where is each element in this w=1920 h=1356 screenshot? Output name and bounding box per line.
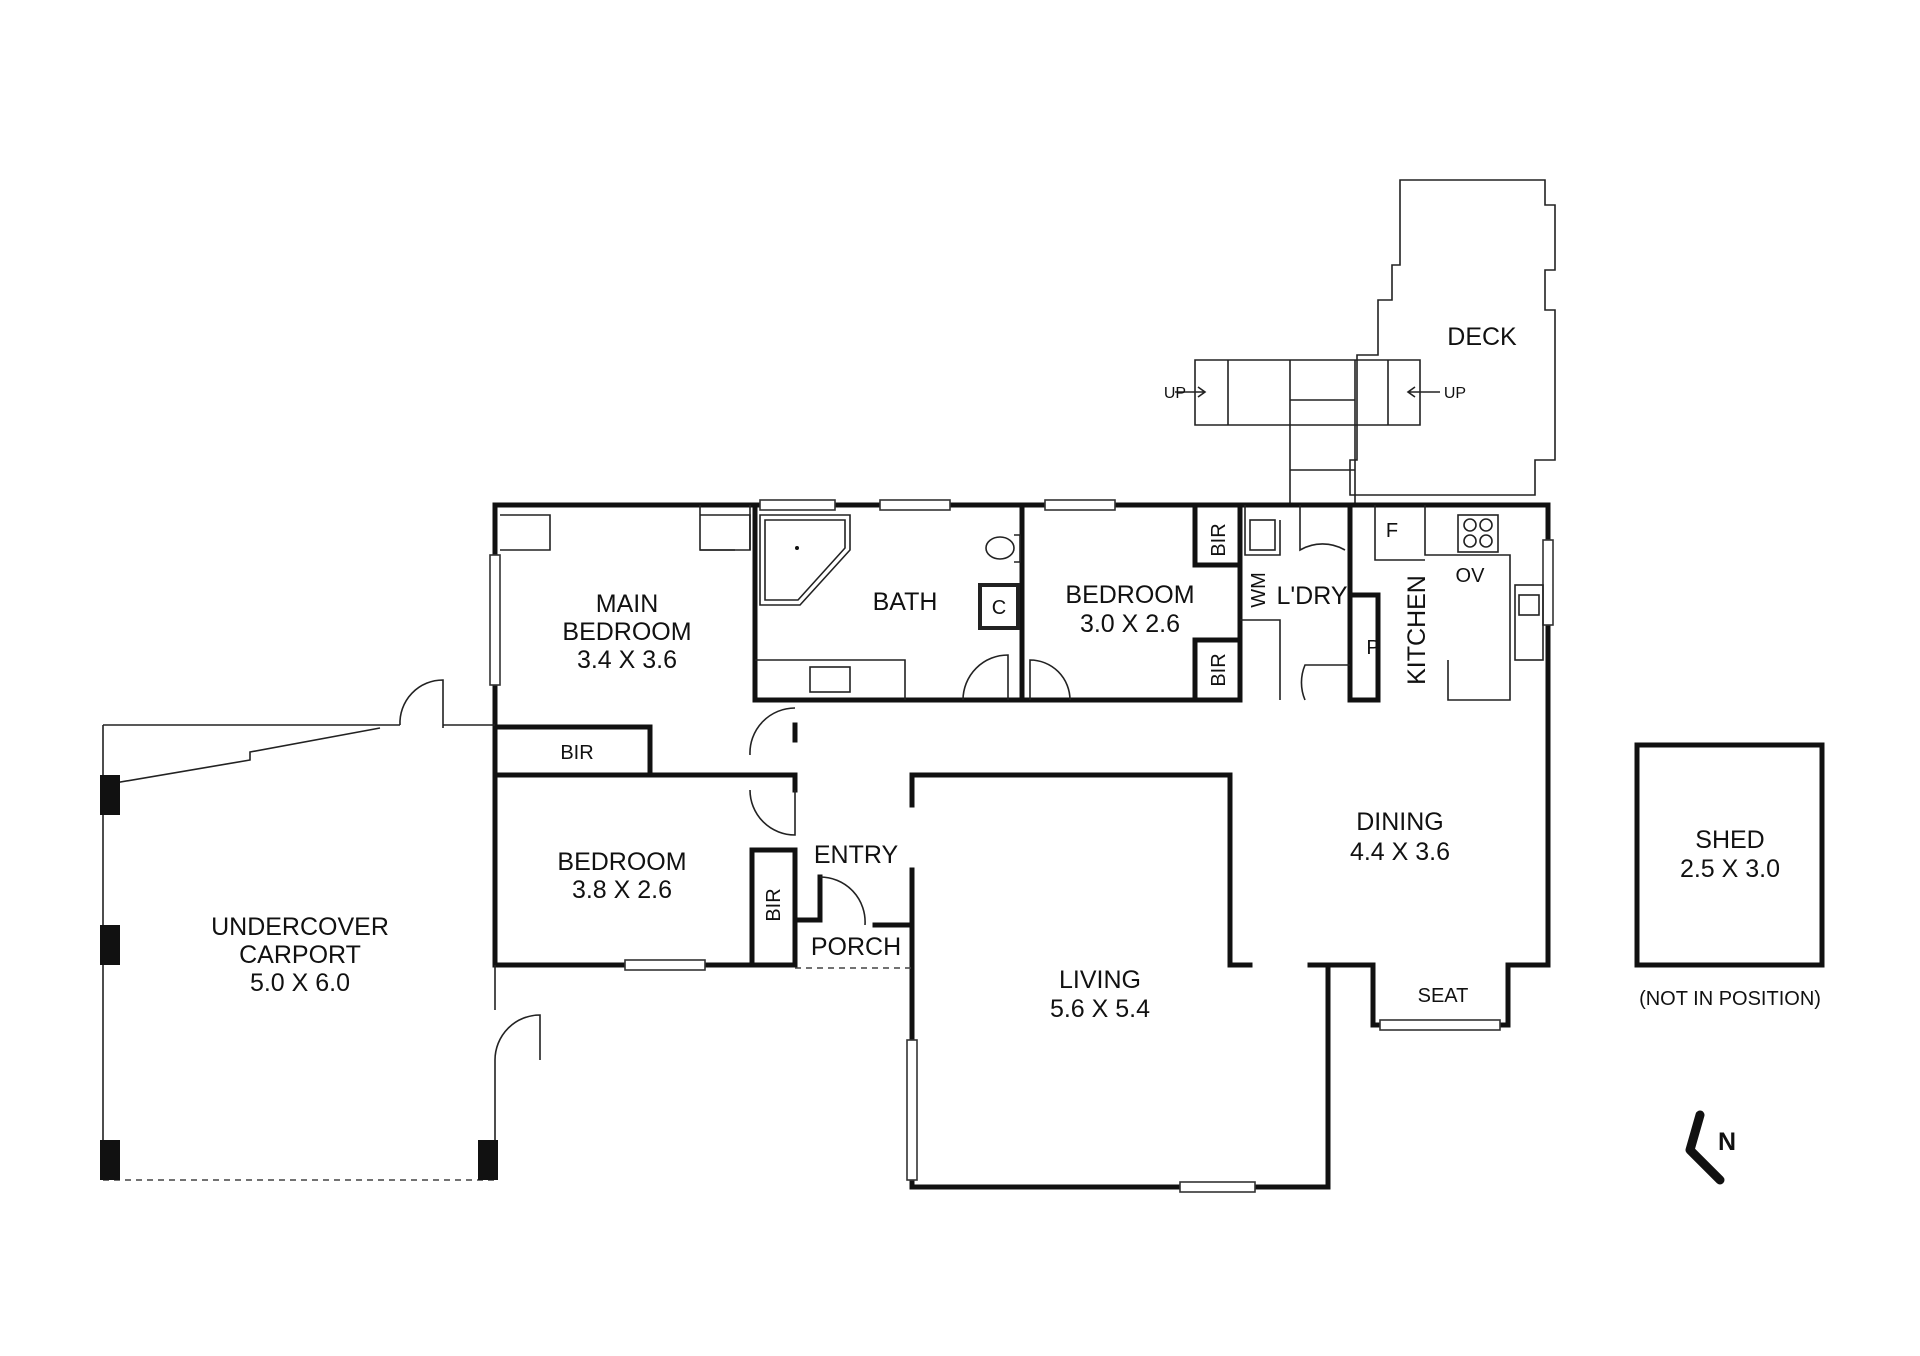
carport-size: 5.0 X 6.0 [250,969,350,997]
pantry-label: P [1366,637,1379,659]
living-label: LIVING [1059,966,1141,994]
deck-label: DECK [1447,323,1517,351]
porch-label: PORCH [811,933,901,961]
carport-label: UNDERCOVER [211,913,389,941]
stairs-up-right-label: UP [1444,385,1466,402]
carport-label-2: CARPORT [239,941,361,969]
living-size: 5.6 X 5.4 [1050,995,1150,1023]
oven-label: OV [1456,565,1486,587]
compass-label: N [1718,1128,1736,1156]
bir-top-label: BIR [1208,523,1230,556]
carport [100,724,498,1181]
bir-mid-label: BIR [1208,653,1230,686]
washing-machine-label: WM [1248,572,1270,608]
bedroom-south-size: 3.8 X 2.6 [572,876,672,904]
dining-label: DINING [1356,808,1444,836]
main-bedroom-size: 3.4 X 3.6 [577,646,677,674]
bedroom-south-label: BEDROOM [557,848,686,876]
bir-south-label: BIR [763,888,785,921]
fridge-label: F [1386,520,1398,542]
laundry-label: L'DRY [1276,582,1347,610]
bath-label: BATH [873,588,938,616]
stairs-up-left-label: UP [1164,385,1186,402]
house-walls [492,502,1551,1190]
deck-steps [1175,359,1440,505]
kitchen-label: KITCHEN [1403,575,1431,685]
bedroom-north-size: 3.0 X 2.6 [1080,610,1180,638]
main-bedroom-label-2: BEDROOM [562,618,691,646]
main-bedroom-label: MAIN [596,590,659,618]
north-arrow-icon: N [1685,1110,1736,1185]
fixtures [500,505,1544,701]
bir-main-label: BIR [560,742,593,764]
deck [1349,179,1556,496]
entry-label: ENTRY [814,841,899,869]
bedroom-north-label: BEDROOM [1065,581,1194,609]
dining-size: 4.4 X 3.6 [1350,838,1450,866]
seat-label: SEAT [1418,985,1469,1007]
shed-label: SHED [1695,826,1764,854]
shed-size: 2.5 X 3.0 [1680,855,1780,883]
shed-note: (NOT IN POSITION) [1639,988,1821,1010]
windows [489,499,1554,1193]
bath-cupboard-label: C [992,597,1006,619]
doors [399,505,1350,1061]
shed [1634,742,1825,968]
